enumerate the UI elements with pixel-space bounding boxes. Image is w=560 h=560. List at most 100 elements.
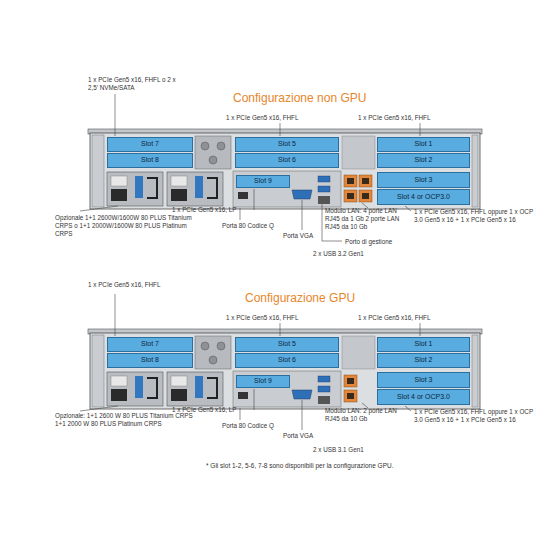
usb-port (318, 376, 330, 382)
callout-label: 2 x USB 3.2 Gen1 (313, 250, 364, 258)
psu (167, 172, 223, 206)
screw (209, 356, 217, 364)
leader-line (240, 208, 241, 220)
psu-sticker (171, 376, 187, 386)
rj45-port (344, 390, 357, 402)
usb-port (318, 186, 330, 192)
leader-line (302, 400, 303, 430)
rj45-port (359, 190, 372, 202)
psu (167, 372, 223, 406)
callout-label: 1 x PCIe Gen5 x16, FHFL (358, 114, 430, 122)
leader-line (405, 206, 411, 211)
psu-handle (207, 178, 217, 198)
callout-label: 1 x PCIe Gen5 x16, FHFL oppure 1 x OCP 3… (414, 208, 542, 224)
callout-label: 1 x PCIe Gen5 x16, LP (172, 206, 236, 214)
callout-label: 1 x PCIe Gen5 x16, FHFL (358, 314, 430, 322)
vent-area (342, 136, 375, 169)
callout-label: Porta VGA (283, 432, 313, 440)
pcie-slot: Slot 9 (236, 175, 290, 188)
callout-label: Porto di gestione (345, 238, 392, 246)
io-panel (233, 171, 341, 207)
leader-line (302, 200, 303, 230)
callout-label: Modulo LAN: 2 porte LAN RJ45 da 10 Gb (325, 407, 413, 423)
leader-line (80, 206, 118, 211)
pcie-slot: Slot 2 (377, 153, 470, 168)
slot-label: Slot 7 (141, 140, 159, 148)
footnote: * Gli slot 1-2, 5-6, 7-8 sono disponibil… (206, 462, 394, 469)
slot-label: Slot 6 (278, 156, 296, 164)
psu-socket (171, 189, 187, 201)
leader-line (115, 94, 116, 136)
pcie-slot: Slot 4 or OCP3.0 (377, 189, 470, 205)
leader-line (420, 323, 421, 336)
slot-label: Slot 9 (254, 377, 272, 385)
pcie-slot: Slot 7 (107, 337, 193, 352)
psu-latch (195, 376, 203, 398)
pcie-slot: Slot 4 or OCP3.0 (377, 389, 470, 405)
slot-label: Slot 8 (141, 356, 159, 364)
chassis-ear (92, 335, 104, 407)
port-80 (238, 192, 248, 199)
section-heading: Configurazione GPU (245, 291, 355, 305)
rj45-port (344, 190, 357, 202)
vent-area (342, 336, 375, 369)
screw (201, 342, 209, 350)
psu-socket (171, 389, 187, 401)
pcie-slot: Slot 5 (235, 337, 339, 352)
chassis-ear (472, 135, 478, 207)
slot-label: Slot 9 (254, 177, 272, 185)
slot-label: Slot 1 (415, 340, 433, 348)
pcie-slot: Slot 1 (377, 137, 470, 152)
pcie-slot: Slot 2 (377, 353, 470, 368)
slot-label: Slot 2 (415, 156, 433, 164)
rj45-port (344, 375, 357, 387)
psu-handle (147, 378, 157, 398)
chassis-body (90, 333, 480, 409)
callout-label: Porta 80 Codice Q (222, 222, 274, 230)
leader-line (254, 189, 255, 210)
psu-socket (111, 189, 127, 201)
callout-label: 2 x USB 3.1 Gen1 (313, 446, 364, 454)
callout-label: 1 x PCIe Gen5 x16, FHFL oppure 1 x OCP 3… (414, 408, 542, 424)
callout-label: 1 x PCIe Gen5 x16, FHFL o 2 x 2,5' NVMe/… (88, 76, 178, 92)
chassis-ear (472, 335, 478, 407)
leader-line (115, 294, 116, 336)
slot-label: Slot 7 (141, 340, 159, 348)
leader-line (254, 389, 255, 410)
leader-line (80, 406, 118, 411)
pcie-slot: Slot 7 (107, 137, 193, 152)
callout-label: Modulo LAN: 4 porte LAN RJ45 da 1 Gb 2 p… (325, 207, 413, 231)
psu-socket (111, 389, 127, 401)
psu-latch (135, 376, 143, 398)
slot-label: Slot 2 (415, 356, 433, 364)
callout-label: 1 x PCIe Gen5 x16, FHFL (88, 281, 160, 289)
slot-label: Slot 5 (278, 340, 296, 348)
leader-line (405, 406, 411, 411)
psu-latch (135, 176, 143, 198)
vga-port (292, 190, 312, 199)
slot-label: Slot 3 (415, 376, 433, 384)
screw (209, 156, 217, 164)
server-chassis (88, 329, 482, 409)
pcie-slot: Slot 3 (377, 172, 470, 188)
vga-port (292, 390, 312, 399)
rj45-socket (347, 193, 354, 199)
screw (201, 142, 209, 150)
management-port (318, 396, 330, 404)
chassis-ear (92, 135, 104, 207)
callout-label: Porta VGA (283, 232, 313, 240)
psu-latch (195, 176, 203, 198)
slot-label: Slot 4 or OCP3.0 (397, 393, 450, 401)
leader-line (280, 323, 281, 336)
leader-line (420, 123, 421, 136)
callout-label: 1 x PCIe Gen5 x16, FHFL (226, 114, 298, 122)
rj45-socket (362, 193, 369, 199)
callout-label: 1 x PCIe Gen5 x16, FHFL (226, 314, 298, 322)
pcie-slot: Slot 8 (107, 153, 193, 168)
rj45-port (359, 175, 372, 187)
usb-port (318, 176, 330, 182)
screw (217, 342, 225, 350)
pcie-slot: Slot 5 (235, 137, 339, 152)
